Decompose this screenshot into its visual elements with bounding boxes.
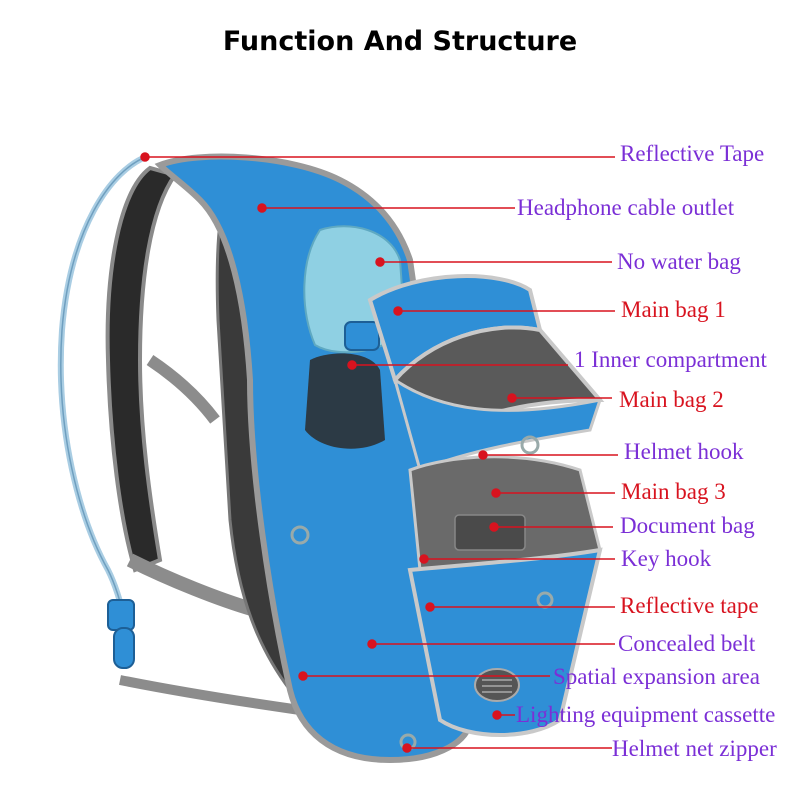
leader-lines bbox=[140, 152, 618, 753]
front-pocket-2 bbox=[392, 376, 603, 473]
label-key-hook: Key hook bbox=[621, 546, 712, 571]
label-main-bag-2: Main bag 2 bbox=[619, 387, 724, 412]
label-spatial-expansion-area: Spatial expansion area bbox=[553, 664, 760, 689]
label-lighting-equipment-cassette: Lighting equipment cassette bbox=[516, 702, 776, 727]
helmet-hook-icon bbox=[520, 435, 540, 455]
label-headphone-cable-outlet: Headphone cable outlet bbox=[517, 195, 735, 220]
light-cassette-icon bbox=[474, 668, 520, 702]
label-helmet-hook: Helmet hook bbox=[624, 439, 744, 464]
zipper-pull-icon bbox=[290, 525, 310, 545]
label-document-bag: Document bag bbox=[620, 513, 755, 538]
label-inner-compartment: 1 Inner compartment bbox=[574, 347, 767, 372]
label-reflective-tape-top: Reflective Tape bbox=[620, 141, 765, 166]
label-main-bag-1: Main bag 1 bbox=[621, 297, 726, 322]
label-no-water-bag: No water bag bbox=[617, 249, 741, 274]
label-reflective-tape-bottom: Reflective tape bbox=[620, 593, 759, 618]
page-title: Function And Structure bbox=[222, 26, 578, 57]
bite-valve-icon bbox=[107, 599, 135, 669]
label-main-bag-3: Main bag 3 bbox=[621, 479, 726, 504]
label-helmet-net-zipper: Helmet net zipper bbox=[612, 736, 777, 761]
label-concealed-belt: Concealed belt bbox=[618, 631, 756, 656]
